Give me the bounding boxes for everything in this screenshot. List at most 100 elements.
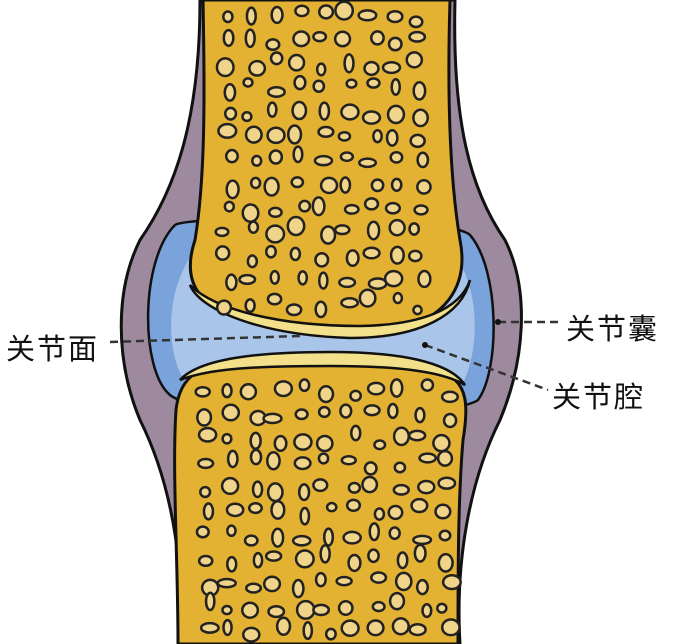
pore [249, 448, 263, 466]
pore [241, 601, 260, 619]
pore [340, 619, 360, 637]
pore [199, 621, 220, 634]
pore [298, 378, 311, 393]
pore [244, 28, 256, 49]
pore [333, 224, 351, 236]
pore [391, 617, 410, 636]
pore [286, 215, 306, 237]
pore [221, 403, 241, 422]
pore [289, 246, 302, 262]
pore [362, 246, 381, 260]
upper-articular-cartilage [188, 279, 472, 340]
pore [294, 549, 315, 569]
pore [225, 502, 245, 518]
pore [270, 499, 286, 520]
pore [317, 384, 335, 404]
pore [195, 525, 210, 539]
pore [322, 527, 335, 547]
pore [269, 269, 281, 285]
pore [337, 130, 352, 142]
pore [437, 552, 454, 573]
pore [363, 404, 381, 417]
pore [366, 619, 385, 637]
pore [334, 0, 355, 21]
pore [251, 154, 263, 167]
pore [358, 157, 378, 169]
pore [416, 151, 430, 169]
pore [393, 461, 407, 474]
pore [314, 251, 330, 268]
pore [293, 433, 313, 451]
pore [197, 554, 214, 568]
lower-articular-cartilage [179, 350, 467, 387]
pore [410, 497, 429, 514]
pore [245, 6, 257, 26]
pore [285, 303, 303, 317]
pore [318, 101, 331, 121]
pore [368, 522, 381, 542]
pore [273, 434, 288, 453]
pore [370, 30, 385, 46]
pore [314, 571, 327, 588]
pore [294, 4, 310, 18]
pore [292, 145, 304, 164]
pore [222, 28, 235, 48]
pore [312, 603, 331, 617]
pore [312, 79, 326, 93]
pore [244, 298, 256, 314]
pore [340, 297, 360, 309]
pore [414, 406, 426, 424]
pore [263, 176, 280, 197]
pore [319, 176, 339, 195]
pore [214, 245, 231, 261]
pore [238, 273, 257, 286]
pore [437, 476, 457, 490]
pore [291, 578, 305, 599]
pore [242, 77, 254, 88]
pore [345, 249, 360, 268]
pore [225, 273, 238, 292]
pore [244, 582, 263, 594]
pore [412, 304, 423, 316]
pore [394, 571, 413, 592]
pore [243, 534, 259, 547]
pore [239, 383, 258, 401]
pore [273, 380, 294, 398]
pore [412, 108, 429, 128]
pore [275, 616, 292, 636]
pore [241, 203, 260, 223]
pore [387, 504, 404, 521]
pore [417, 479, 436, 495]
pore [338, 276, 357, 289]
label-joint-cavity: 关节腔 [552, 380, 646, 414]
pore [251, 480, 264, 499]
capsule-pointer-dot [495, 319, 501, 325]
pore [226, 555, 238, 573]
pore [291, 100, 308, 121]
pore [363, 461, 378, 476]
pore [370, 571, 388, 584]
pore [347, 481, 362, 494]
pore [438, 529, 452, 542]
pore [297, 270, 309, 286]
pore [292, 30, 311, 48]
pore [317, 452, 330, 465]
pore [421, 603, 433, 619]
pore [317, 405, 331, 419]
pore [381, 60, 402, 75]
pore [371, 600, 386, 613]
pore [267, 206, 283, 219]
pore [221, 604, 233, 616]
pore [342, 530, 362, 545]
pore [266, 482, 284, 503]
pore [373, 507, 386, 521]
pore [333, 30, 352, 48]
pore [298, 199, 312, 213]
pore [389, 150, 404, 164]
pore [317, 271, 329, 290]
pore [223, 200, 236, 213]
pore [217, 122, 238, 139]
pore [225, 179, 240, 200]
pore [440, 390, 459, 404]
pore [390, 177, 403, 193]
